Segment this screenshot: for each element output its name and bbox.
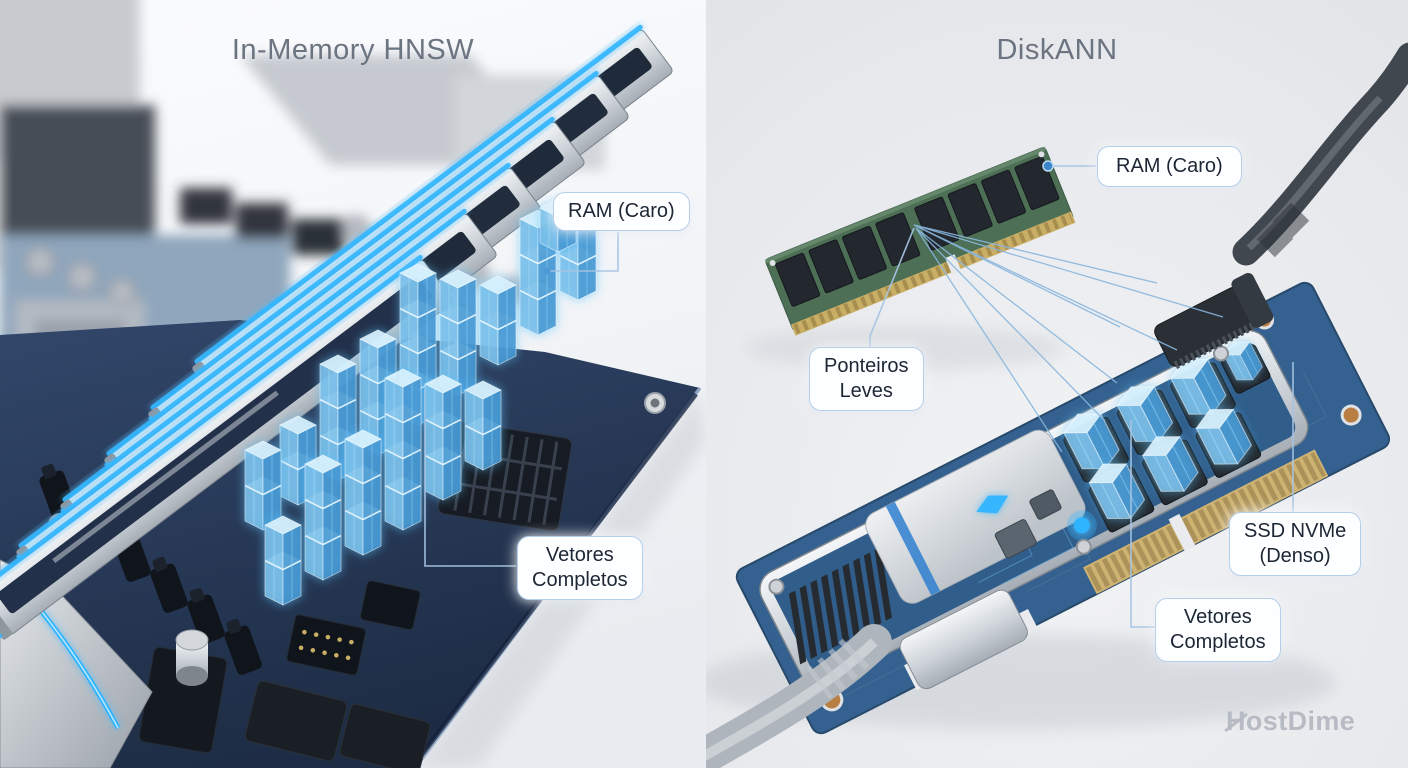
- memory-chip: [981, 169, 1026, 224]
- memory-chip: [808, 239, 854, 294]
- left-panel-title: In-Memory HNSW: [231, 34, 475, 66]
- hostdime-watermark: HostDime: [1224, 706, 1356, 737]
- sata-connector: [244, 680, 348, 762]
- pcie-key-notch: [1168, 513, 1196, 552]
- callout-text: SSD NVMe: [1244, 520, 1347, 542]
- callout-text: Completos: [532, 569, 628, 591]
- screw: [1212, 345, 1229, 362]
- data-connector: [1154, 273, 1274, 369]
- callout-text: Leves: [839, 380, 893, 402]
- callout-text: (Denso): [1259, 545, 1331, 567]
- controller-chip: [994, 519, 1037, 559]
- pin-header: [286, 614, 367, 676]
- callout-text: RAM (Caro): [1116, 155, 1223, 177]
- silver-cable: [706, 624, 892, 768]
- plate-blue-stripe: [885, 501, 941, 596]
- memory-chip: [1014, 156, 1060, 210]
- nvme-ssd-assembly: [735, 273, 1391, 735]
- ram-module-stack: [0, 24, 673, 640]
- callout-ram-right: RAM (Caro): [1097, 146, 1242, 187]
- callout-text: Vetores: [1183, 606, 1252, 628]
- callout-text: RAM (Caro): [568, 200, 675, 222]
- capacitor: [175, 629, 209, 686]
- silver-plug: [899, 589, 1028, 690]
- mount-hole: [1340, 404, 1362, 426]
- callout-ponteiros: Ponteiros Leves: [809, 347, 924, 411]
- ram-module: [0, 254, 453, 640]
- sata-connector: [339, 703, 431, 768]
- callout-text: Ponteiros: [824, 355, 909, 377]
- watermark-text: HostDime: [1226, 706, 1356, 736]
- usb-header: [359, 580, 421, 631]
- callout-ssd: SSD NVMe (Denso): [1229, 512, 1362, 576]
- callout-text: Vetores: [545, 544, 614, 566]
- screw: [768, 578, 785, 595]
- callout-text: Completos: [1170, 631, 1266, 653]
- callout-vetores-left: Vetores Completos: [517, 536, 643, 600]
- glowing-gem-logo: [976, 495, 1009, 514]
- finned-heatsink: [788, 546, 892, 665]
- dark-cable: [1232, 42, 1408, 266]
- ssd-heatsink-plate: [865, 429, 1086, 604]
- memory-chip: [775, 252, 821, 307]
- screw: [1075, 538, 1092, 555]
- ssd-enclosure: [759, 273, 1309, 690]
- callout-vetores-right: Vetores Completos: [1155, 598, 1281, 662]
- status-led: [1073, 517, 1090, 534]
- controller-chip: [1029, 489, 1062, 520]
- callout-ram-left: RAM (Caro): [553, 192, 690, 231]
- left-scene-illustration: [0, 0, 706, 768]
- right-panel-title: DiskANN: [996, 34, 1118, 66]
